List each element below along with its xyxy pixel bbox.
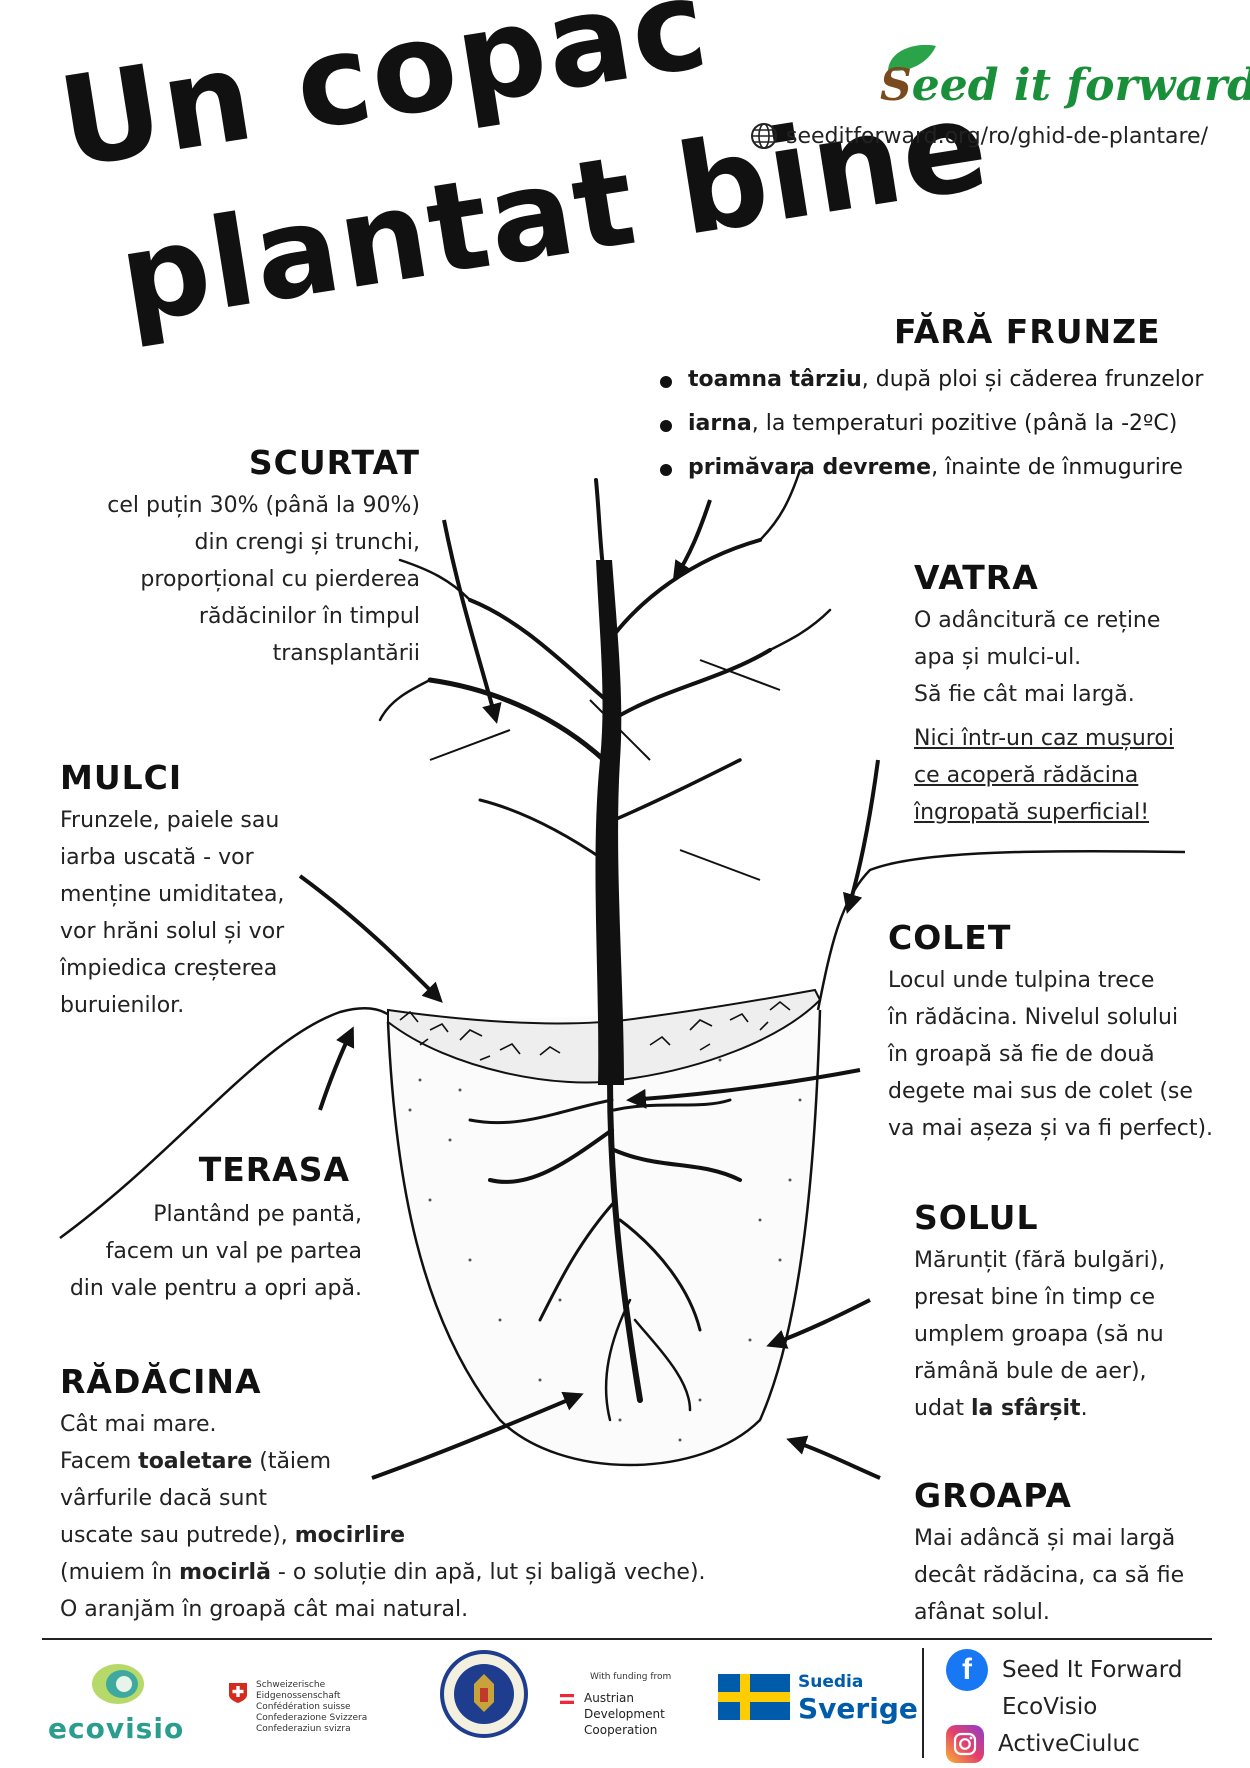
arrow-colet (626, 1068, 861, 1109)
ecovisio-mark-icon (92, 1664, 144, 1704)
slope-line (59, 1007, 396, 1240)
moldova-coat-of-arms-icon (440, 1650, 528, 1738)
globe-icon (751, 123, 777, 149)
arrow-vatra (843, 759, 880, 914)
scurtat-text: cel puțin 30% (până la 90%) din crengi ș… (107, 493, 420, 666)
list-item: toamna târziu, după ploi și căderea frun… (660, 358, 1203, 402)
sweden-flag-icon (718, 1674, 790, 1720)
footer-divider (42, 1638, 1212, 1640)
swiss-cross-icon (229, 1683, 247, 1703)
facebook-link-seed-it-forward[interactable]: f Seed It Forward (946, 1648, 1226, 1692)
austria-flag-icon (560, 1694, 574, 1704)
terasa-text: Plantând pe pantă, facem un val pe parte… (69, 1202, 362, 1301)
sweden-logo: Suedia Sverige (718, 1670, 918, 1730)
groapa-text: Mai adâncă și mai largă decât rădăcina, … (914, 1526, 1185, 1625)
website-url: seeditforward.org/ro/ghid-de-plantare/ (786, 123, 1208, 149)
instagram-icon (946, 1725, 984, 1763)
ground-line-right (816, 849, 1186, 1011)
seed-it-forward-logo: Seed it forward (880, 40, 1250, 111)
heading-mulci: MULCI (60, 758, 183, 797)
mulch-texture (399, 1000, 791, 1061)
brand-initial: S (880, 60, 912, 111)
facebook-icon: f (946, 1649, 988, 1691)
heading-fara-frunze: FĂRĂ FRUNZE (894, 312, 1161, 351)
heading-solul: SOLUL (914, 1198, 1039, 1237)
heading-vatra: VATRA (914, 558, 1039, 597)
pruning-cuts (429, 659, 781, 881)
roots (468, 1077, 742, 1422)
arrows (298, 499, 881, 1480)
website-link[interactable]: seeditforward.org/ro/ghid-de-plantare/ (750, 122, 1208, 150)
mulci-text: Frunzele, paiele sau iarba uscată - vor … (60, 808, 285, 1018)
soil-dots (408, 1058, 802, 1442)
swiss-logo: Schweizerische Eidgenossenschaft Confédé… (228, 1680, 408, 1740)
arrow-solul (766, 1298, 871, 1349)
vatra-warning: Nici într-un caz mușuroi ce acoperă rădă… (914, 726, 1174, 825)
vatra-text: O adâncitură ce reține apa și mulci-ul. … (914, 608, 1161, 707)
moldova-seal (440, 1650, 528, 1738)
radacina-text: Cât mai mare. Facem toaletare (tăiem vâr… (60, 1412, 706, 1622)
list-item: primăvara devreme, înainte de înmugurire (660, 446, 1203, 490)
trunk (595, 560, 624, 1085)
arrow-groapa (786, 1435, 881, 1480)
branches (378, 468, 832, 862)
heading-groapa: GROAPA (914, 1476, 1072, 1515)
instagram-link-activeciuluc[interactable]: ActiveCiuluc (946, 1722, 1226, 1766)
footer-separator (922, 1648, 924, 1758)
arrow-fara-frunze (672, 499, 712, 582)
solul-text: Mărunțit (fără bulgări), presat bine în … (914, 1248, 1166, 1421)
heading-scurtat: SCURTAT (248, 443, 420, 482)
ecovisio-logo: ecovisio (48, 1660, 188, 1750)
social-links: f Seed It Forward EcoVisio ActiveCiuluc (946, 1648, 1226, 1766)
arrow-scurtat (442, 519, 502, 724)
heading-terasa: TERASA (198, 1150, 350, 1189)
colet-text: Locul unde tulpina trece în rădăcina. Ni… (888, 968, 1214, 1141)
heading-colet: COLET (888, 918, 1012, 957)
ecovisio-wordmark: ecovisio (48, 1712, 185, 1745)
facebook-link-ecovisio[interactable]: EcoVisio (1002, 1694, 1098, 1720)
arrow-radacina (371, 1391, 584, 1480)
leaf-icon (888, 44, 936, 71)
austrian-development-logo: With funding from Austrian Development C… (560, 1672, 690, 1742)
heading-radacina: RĂDĂCINA (60, 1362, 262, 1401)
arrow-terasa (318, 1026, 355, 1111)
fara-frunze-list: toamna târziu, după ploi și căderea frun… (660, 358, 1203, 490)
arrow-mulci (298, 874, 443, 1003)
brand-name: eed it forward (911, 60, 1250, 111)
list-item: iarna, la temperaturi pozitive (până la … (660, 402, 1203, 446)
